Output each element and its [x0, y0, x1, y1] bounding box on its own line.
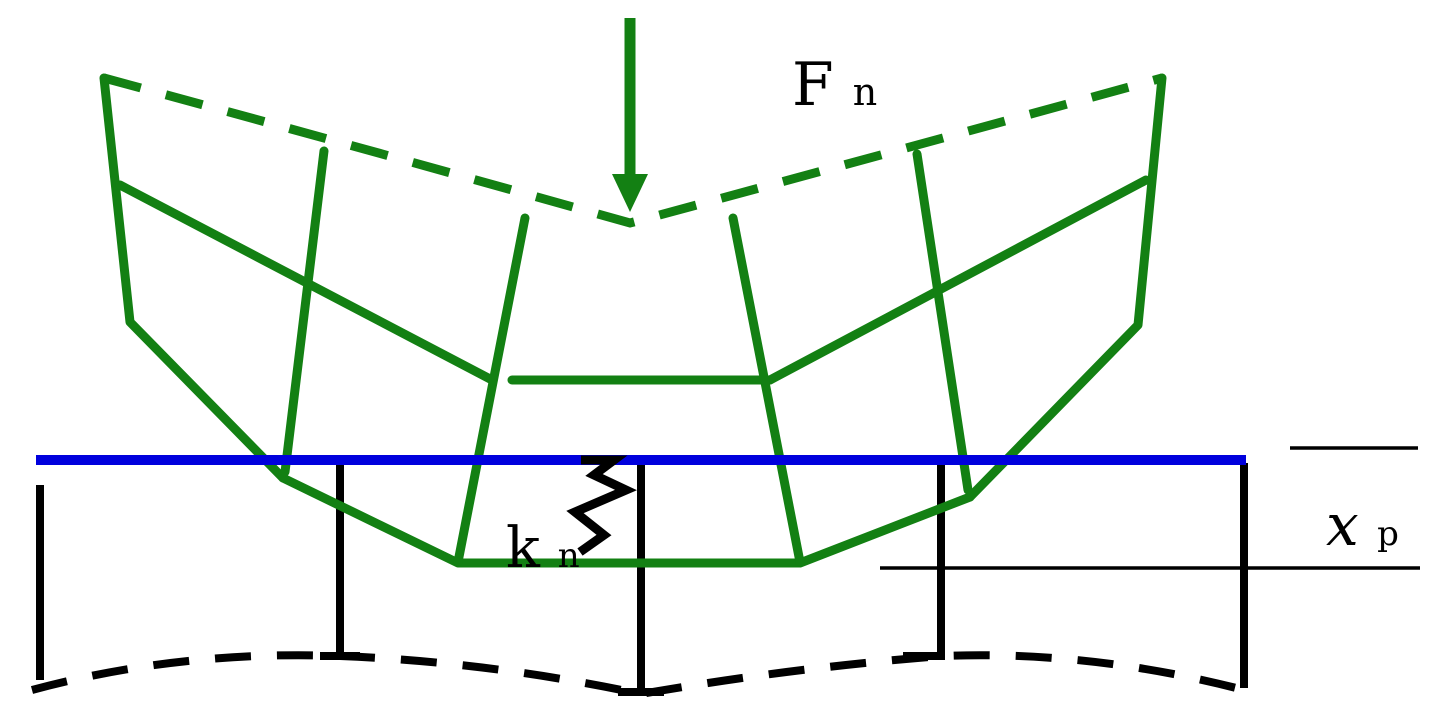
green-structure: [99, 73, 1167, 568]
stiffness-label: k n: [506, 516, 580, 581]
vertical-1: [280, 146, 329, 477]
force-label: F n: [792, 50, 877, 120]
stiffness-label-sub: n: [558, 536, 580, 576]
penetration-marker: [880, 446, 1420, 570]
vertical-3: [728, 213, 805, 567]
force-arrow-head: [612, 174, 648, 212]
zigzag-spring-icon: [566, 455, 637, 556]
top-dashed-arc: [102, 73, 1164, 228]
stiffness-label-main: k: [506, 516, 541, 581]
bottom-row: [278, 473, 975, 568]
vertical-4: [912, 149, 973, 495]
mid-row-right: [765, 175, 1151, 385]
force-label-main: F: [792, 50, 834, 120]
vertical-2: [453, 213, 530, 567]
penetration-label-main: x: [1326, 491, 1359, 559]
lower-dashed-curve: [30, 651, 1246, 699]
lower-body: [30, 463, 1248, 699]
penetration-label-sub: p: [1377, 514, 1399, 554]
outer-left-edge: [99, 73, 288, 483]
force-label-sub: n: [853, 70, 877, 114]
penetration-label: x p: [1326, 491, 1399, 559]
outer-right-edge: [965, 73, 1167, 502]
down-arrow-icon: [612, 18, 648, 212]
